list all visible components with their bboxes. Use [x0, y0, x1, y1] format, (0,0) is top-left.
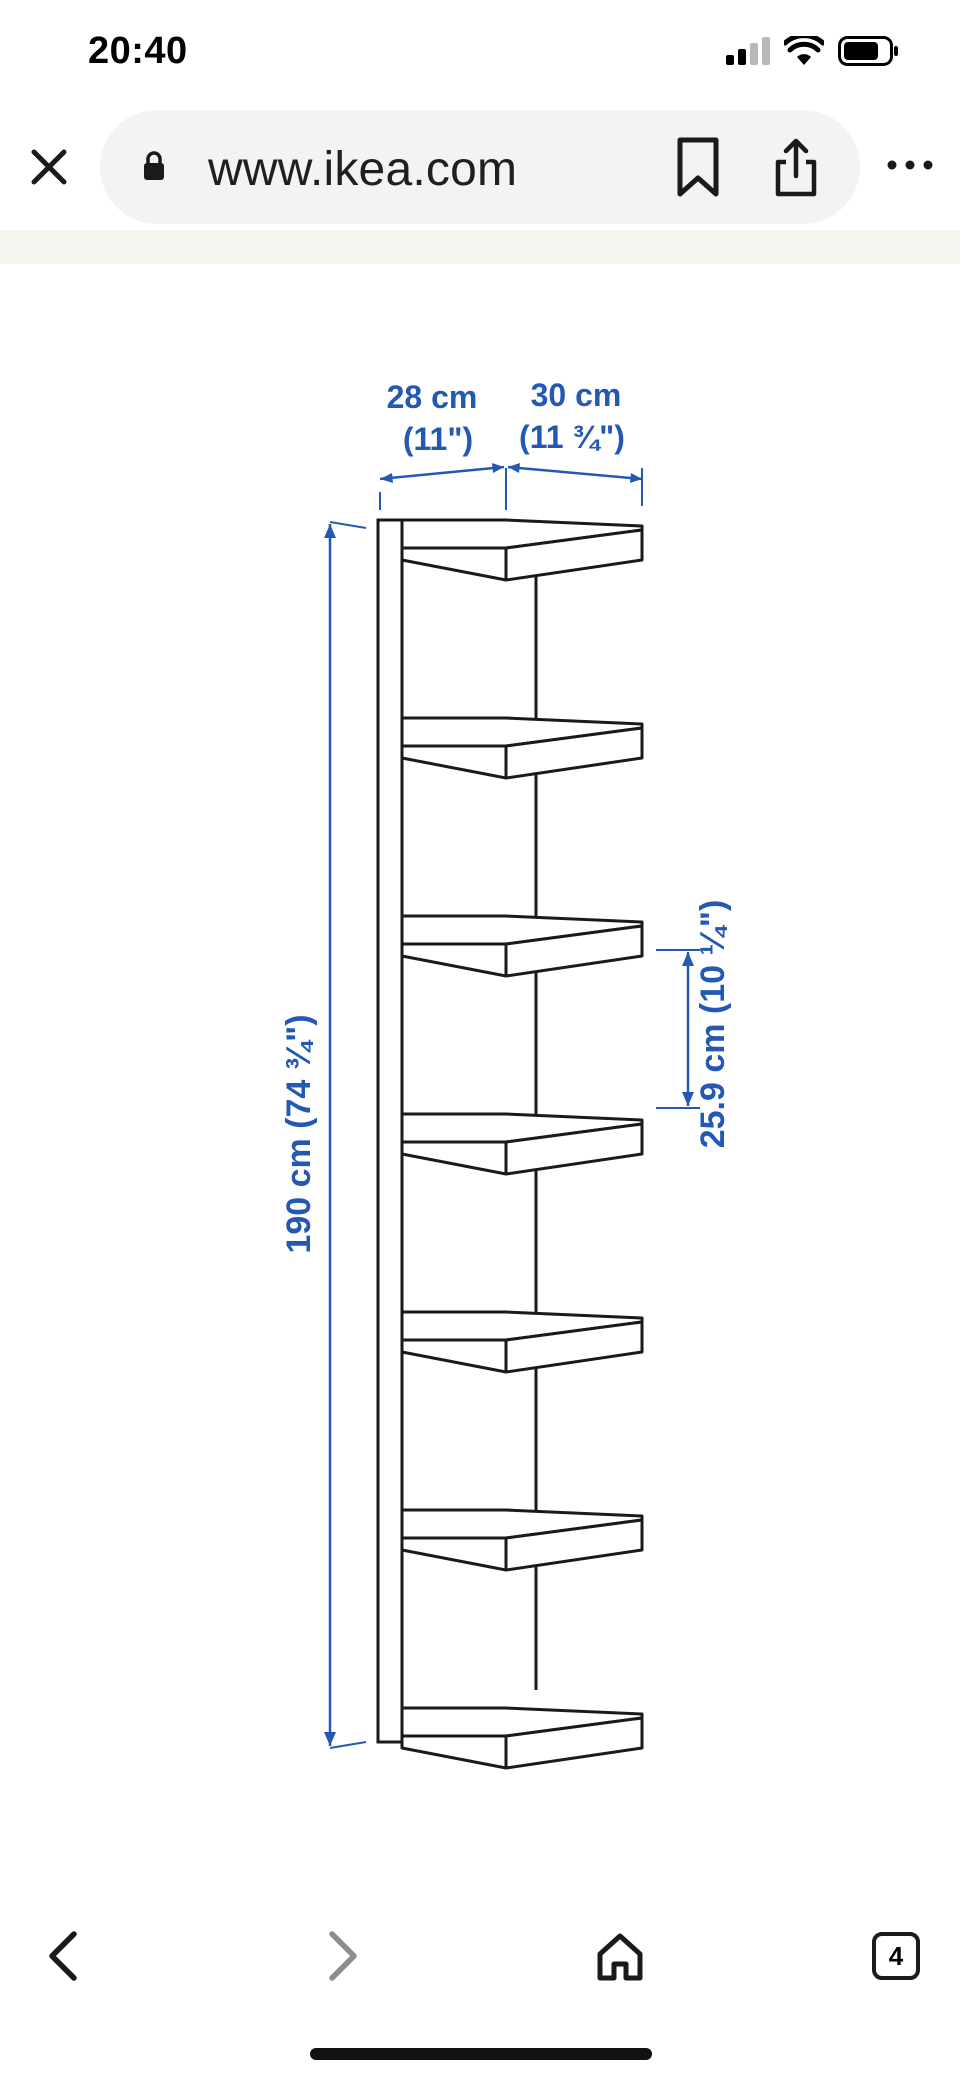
status-icons	[726, 36, 900, 66]
shelf	[400, 914, 644, 978]
tabs-button[interactable]: 4	[866, 1926, 926, 1986]
home-indicator	[310, 2048, 652, 2060]
width-left-inches-label: (11")	[403, 421, 473, 457]
chevron-left-icon[interactable]	[36, 1926, 96, 1986]
shelf	[400, 1706, 644, 1770]
wifi-icon	[784, 36, 824, 65]
signal-icon	[726, 37, 770, 65]
url-text: www.ikea.com	[208, 143, 518, 196]
home-icon[interactable]	[590, 1926, 650, 1986]
width-right-dimension-line	[507, 465, 643, 481]
browser-toolbar: www.ikea.com	[0, 104, 960, 230]
status-time: 20:40	[88, 30, 188, 72]
bookmark-icon[interactable]	[670, 136, 726, 198]
wall-panel	[376, 518, 404, 1744]
width-left-label: 28 cm	[387, 379, 478, 415]
height-label: 190 cm (74 ¾")	[280, 1014, 318, 1253]
more-icon[interactable]	[886, 150, 934, 180]
shelf	[400, 1310, 644, 1374]
tabs-icon	[872, 1932, 920, 1980]
share-icon[interactable]	[768, 136, 824, 198]
chevron-right-icon[interactable]	[310, 1926, 370, 1986]
close-icon[interactable]	[24, 142, 74, 192]
url-bar[interactable]: www.ikea.com	[100, 110, 860, 224]
width-left-dimension-line	[379, 465, 505, 481]
lock-icon	[144, 151, 164, 180]
status-bar: 20:40	[0, 0, 960, 104]
shelf	[400, 1508, 644, 1572]
width-right-inches-label: (11 ¾")	[519, 419, 625, 455]
bottom-toolbar: 4	[0, 1896, 960, 2077]
shelf	[400, 1112, 644, 1176]
page-header-strip	[0, 230, 960, 264]
product-dimension-diagram: 28 cm (11") 30 cm (11 ¾") 190 cm (74 ¾")…	[280, 377, 732, 1770]
shelf	[400, 716, 644, 780]
shelf	[400, 518, 644, 582]
tab-count: 4	[888, 1940, 904, 1971]
width-right-label: 30 cm	[531, 377, 622, 413]
battery-icon	[838, 36, 898, 66]
shelf-spacing-label: 25.9 cm (10 ¼")	[694, 900, 732, 1149]
